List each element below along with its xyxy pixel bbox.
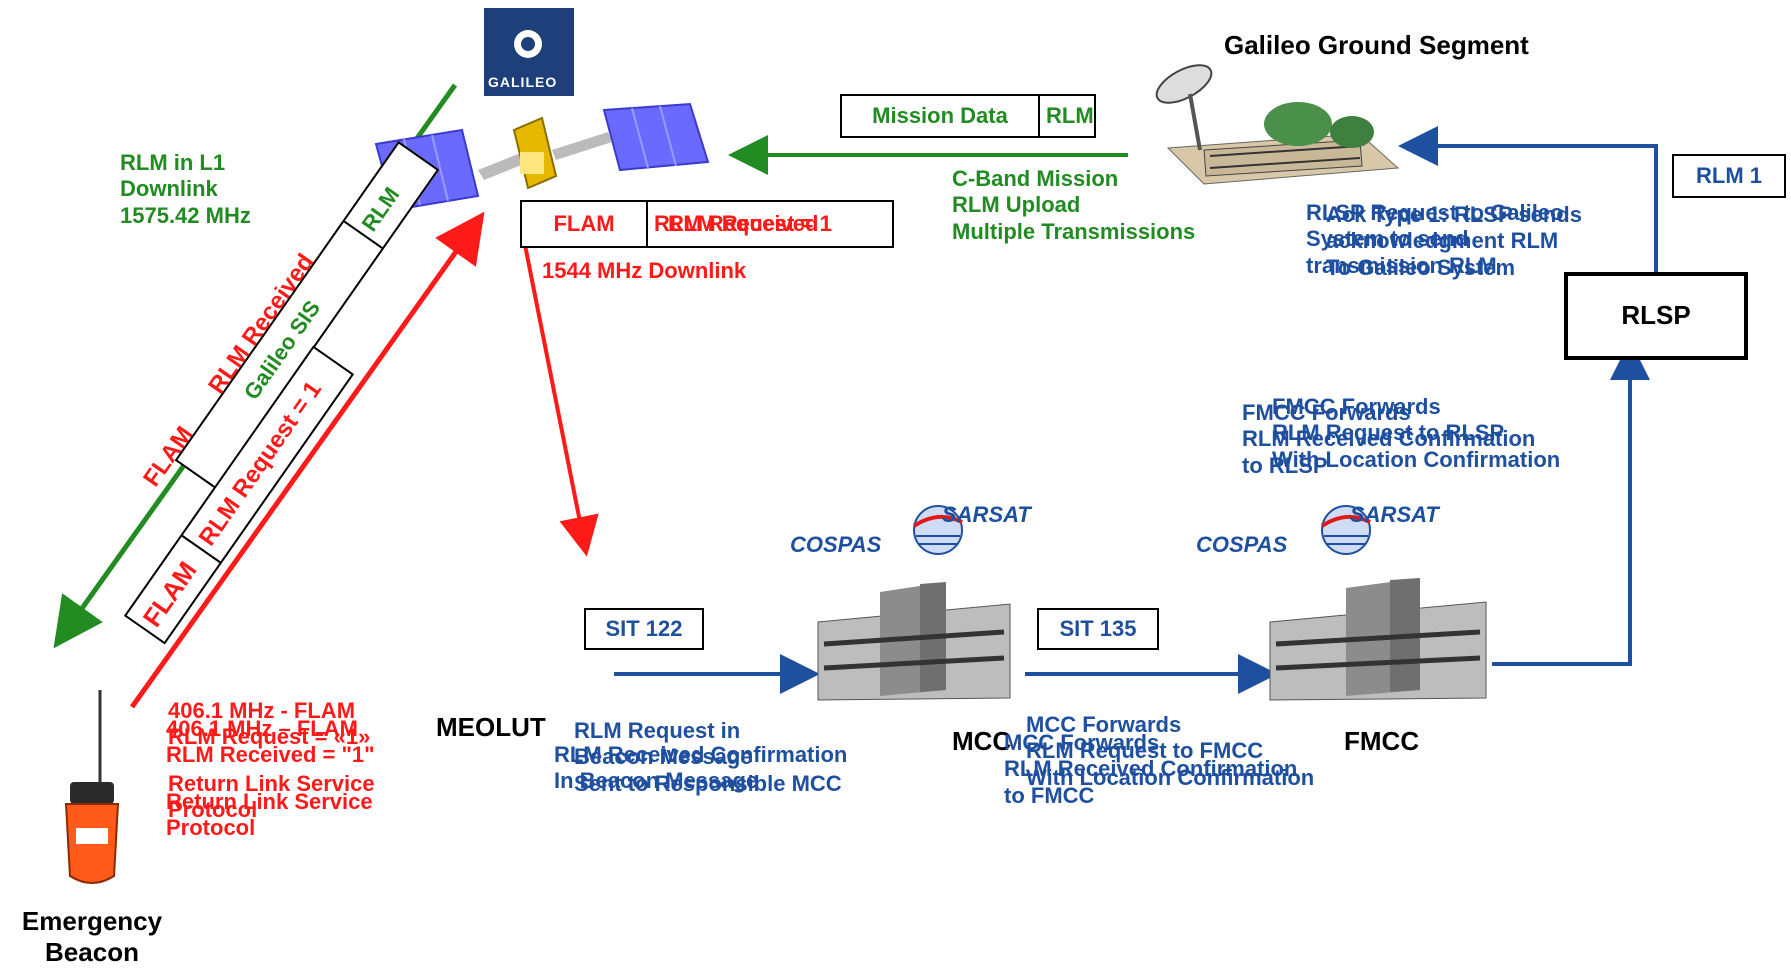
cospas-sarsat-logo-right: SARSAT bbox=[942, 502, 1031, 527]
meosar-rlm-received-label: RLM Received bbox=[668, 211, 819, 236]
sit-122-box: SIT 122 bbox=[584, 608, 704, 650]
cospas-sarsat-globe-icon-2 bbox=[1320, 505, 1371, 555]
1544-downlink-arrow bbox=[522, 239, 599, 557]
fmcc-to-rlsp-arrow bbox=[1492, 340, 1650, 666]
meosar-flam-box: FLAM RLM Request = 1 RLM Received bbox=[520, 200, 894, 248]
rlsp-box: RLSP bbox=[1564, 272, 1748, 360]
sit-135-box: SIT 135 bbox=[1037, 608, 1159, 650]
mission-rlm-label: RLM bbox=[1046, 103, 1094, 128]
ground-segment-title: Galileo Ground Segment bbox=[1224, 30, 1529, 60]
galileo-satellite-icon bbox=[374, 102, 710, 212]
mcc-building-icon bbox=[817, 582, 1011, 701]
galileo-logo bbox=[484, 8, 574, 96]
rlm1-label: RLM 1 bbox=[1696, 162, 1762, 188]
cospas-sarsat-logo-2: COSPAS bbox=[1196, 532, 1288, 557]
rlsp-to-galileo-arrow bbox=[1398, 126, 1658, 272]
mission-data-box: Mission Data RLM bbox=[840, 94, 1096, 138]
cospas-sarsat-logo: COSPAS bbox=[790, 532, 882, 557]
1544-downlink-label: 1544 MHz Downlink bbox=[542, 258, 747, 283]
mcc-label: MCC bbox=[952, 726, 1012, 756]
fmcc-building-icon bbox=[1269, 578, 1487, 701]
rlm1-box: RLM 1 bbox=[1672, 154, 1786, 198]
fmcc-label: FMCC bbox=[1344, 726, 1420, 756]
sit-122-label: SIT 122 bbox=[605, 615, 683, 641]
ground-segment-icon bbox=[1155, 64, 1400, 185]
cospas-sarsat-globe-icon bbox=[912, 505, 963, 555]
meosar-rlm-request-label: RLM Request = 1 bbox=[654, 211, 832, 236]
cospas-sarsat-logo-2-right: SARSAT bbox=[1350, 502, 1439, 527]
rlsp-label: RLSP bbox=[1621, 300, 1691, 331]
emergency-beacon-icon bbox=[64, 690, 120, 884]
sit-135-label: SIT 135 bbox=[1059, 615, 1137, 641]
meolut-label: MEOLUT bbox=[436, 712, 546, 742]
meosar-flam-label: FLAM bbox=[553, 211, 615, 236]
mission-data-label: Mission Data bbox=[872, 103, 1008, 128]
beacon-uplink-arrow bbox=[129, 211, 485, 709]
galileo-logo-text: GALILEO bbox=[488, 74, 558, 90]
